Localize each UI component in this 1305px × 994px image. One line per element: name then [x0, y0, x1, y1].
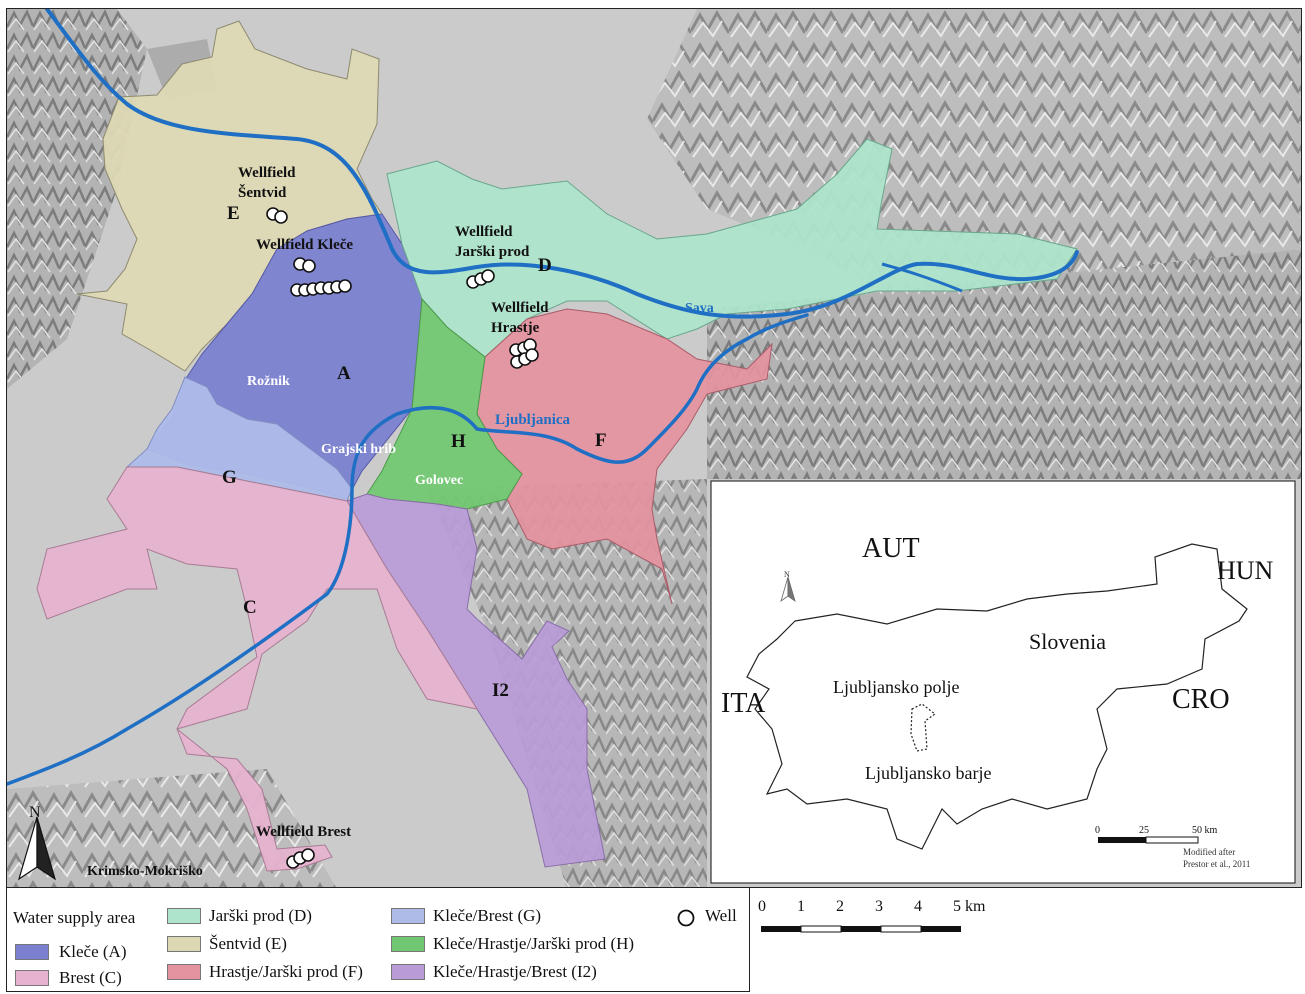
- zone-label-i2: I2: [492, 680, 509, 701]
- legend-swatch-sentvid: [167, 936, 201, 952]
- legend-swatch-klece-hrastje-brest: [391, 964, 425, 980]
- scalebar-tick-1: 1: [797, 898, 805, 915]
- scalebar-tick-2: 2: [836, 898, 844, 915]
- legend-title: Water supply area: [13, 908, 136, 927]
- legend-swatch-klece-brest: [391, 908, 425, 924]
- legend-well-symbol: [677, 909, 695, 927]
- zone-e-sentvid: [76, 20, 383, 372]
- river-label-sava: Sava: [685, 301, 714, 316]
- legend-label-jarski: Jarški prod (D): [209, 906, 312, 925]
- inset-north-label: N: [784, 570, 790, 579]
- inset-label-ita: ITA: [721, 688, 766, 719]
- wellfield-hrastje-label-2: Hrastje: [491, 320, 540, 336]
- legend-label-sentvid: Šentvid (E): [209, 934, 287, 953]
- scalebar-panel: 0 1 2 3 4 5 km: [750, 888, 1302, 992]
- ljubljana-basin-outline: [910, 703, 937, 752]
- scalebar-bar: [761, 925, 961, 933]
- slovenia-outline: [746, 543, 1248, 850]
- wellfield-sentvid-label-2: Šentvid: [238, 184, 287, 201]
- legend-swatch-klece: [15, 944, 49, 960]
- terrain-hills-w: [7, 9, 147, 389]
- zone-label-h: H: [451, 431, 466, 452]
- river-label-ljubljanica: Ljubljanica: [495, 412, 571, 428]
- wells-sentvid: [266, 207, 288, 224]
- north-arrow-label: N: [29, 804, 41, 821]
- legend-label-klece-brest: Kleče/Brest (G): [433, 906, 542, 925]
- scalebar-tick-3: 3: [875, 898, 883, 915]
- legend-label-klece-hrastje-brest: Kleče/Hrastje/Brest (I2): [433, 962, 597, 981]
- wellfield-jarski-label-2: Jarški prod: [455, 244, 530, 260]
- legend-label-klece-hrastje-jarski: Kleče/Hrastje/Jarški prod (H): [433, 934, 635, 953]
- zone-label-f: F: [595, 430, 607, 451]
- wells-klece: [290, 257, 352, 297]
- scalebar-tick-4: 4: [914, 898, 922, 915]
- wells-jarski-prod: [466, 269, 495, 289]
- sava-river-branch: [881, 262, 963, 293]
- wellfield-brest-label: Wellfield Brest: [256, 824, 351, 840]
- wellfield-jarski-label-1: Wellfield: [455, 224, 513, 240]
- sava-river: [45, 9, 1079, 319]
- legend-swatch-klece-hrastje-jarski: [391, 936, 425, 952]
- place-golovec: Golovec: [415, 473, 463, 488]
- legend-swatch-jarski: [167, 908, 201, 924]
- inset-label-aut: AUT: [862, 533, 920, 564]
- scalebar-tick-5: 5 km: [953, 898, 986, 915]
- legend-label-hrastje-jarski: Hrastje/Jarški prod (F): [209, 962, 363, 981]
- inset-label-polje: Ljubljansko polje: [833, 677, 959, 697]
- legend-swatch-brest: [15, 970, 49, 986]
- zone-h-klece-hrastje-jarski: [366, 297, 523, 510]
- inset-label-slovenia: Slovenia: [1029, 629, 1106, 654]
- zone-label-c: C: [243, 597, 257, 618]
- map-canvas: A C D E F G H I2 Wellfield Šentvid Wellf…: [7, 9, 1301, 887]
- terrain-hills-e: [707, 249, 1301, 479]
- inset-scale-0: 0: [1095, 825, 1100, 836]
- north-arrow: N: [17, 804, 57, 881]
- inset-scale-50: 50 km: [1192, 825, 1218, 836]
- place-roznik: Rožnik: [247, 374, 290, 389]
- legend-label-klece: Kleče (A): [59, 942, 127, 961]
- inset-map: AUT HUN ITA CRO Slovenia Ljubljansko pol…: [710, 480, 1296, 884]
- wellfield-hrastje-label-1: Wellfield: [491, 300, 549, 316]
- main-map: A C D E F G H I2 Wellfield Šentvid Wellf…: [6, 8, 1302, 888]
- legend: Water supply area Kleče (A) Brest (C) Ja…: [6, 888, 750, 992]
- legend-swatch-hrastje-jarski: [167, 964, 201, 980]
- wells-hrastje: [509, 338, 539, 369]
- zone-c-brest: [36, 466, 479, 872]
- place-krimsko-mokrisko: Krimsko-Mokriško: [87, 864, 203, 879]
- place-grajski-hrib: Grajski hrib: [321, 442, 396, 457]
- inset-label-hun: HUN: [1217, 556, 1274, 585]
- inset-credit-1: Modified after: [1183, 847, 1235, 857]
- legend-label-brest: Brest (C): [59, 968, 122, 987]
- zone-label-a: A: [337, 363, 351, 384]
- inset-scalebar: 0 25 50 km Modified after Prestor et al.…: [1095, 825, 1250, 869]
- inset-scale-25: 25: [1139, 825, 1149, 836]
- ljubljanica-river: [7, 313, 809, 786]
- scalebar-tick-0: 0: [758, 898, 766, 915]
- inset-label-cro: CRO: [1172, 684, 1230, 715]
- zone-label-e: E: [227, 203, 240, 224]
- zone-label-g: G: [222, 467, 237, 488]
- wellfield-klece-label: Wellfield Kleče: [256, 237, 353, 253]
- zone-i2-klece-hrastje-brest: [346, 493, 606, 868]
- legend-well-label: Well: [705, 906, 737, 925]
- inset-north-arrow: N: [780, 570, 796, 602]
- zone-label-d: D: [538, 255, 552, 276]
- inset-credit-2: Prestor et al., 2011: [1183, 859, 1250, 869]
- wellfield-sentvid-label-1: Wellfield: [238, 165, 296, 181]
- wells-brest: [286, 848, 315, 869]
- inset-label-barje: Ljubljansko barje: [865, 763, 991, 783]
